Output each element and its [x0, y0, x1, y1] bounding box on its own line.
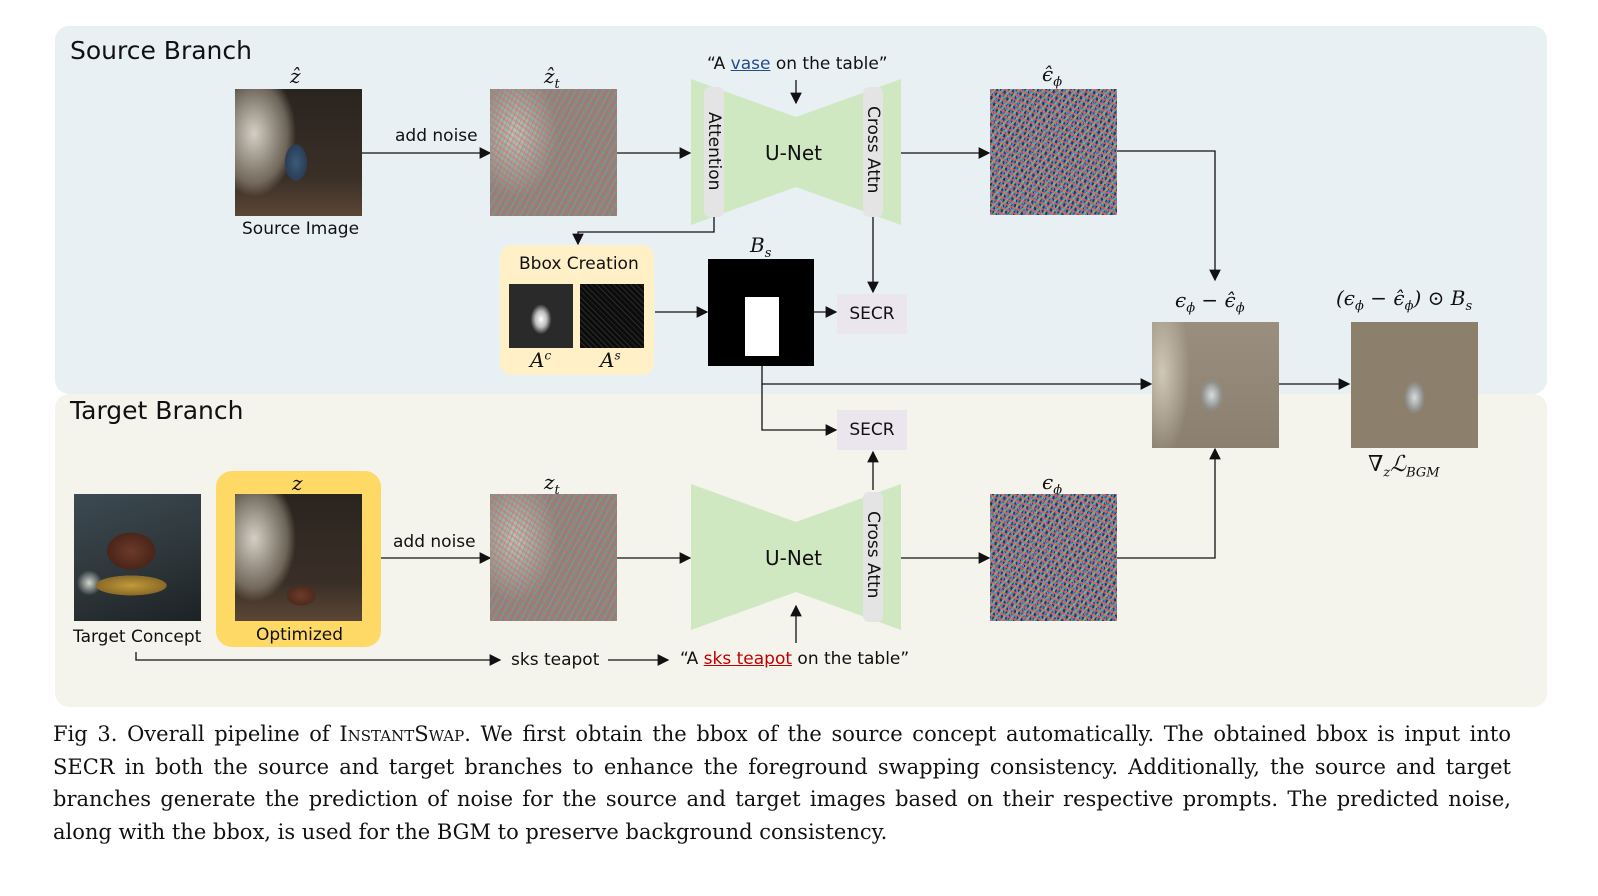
- noise-difference-image: [1152, 322, 1279, 448]
- bbox-rect: [745, 297, 779, 356]
- target-branch-title: Target Branch: [70, 396, 244, 425]
- self-attention-map: [580, 284, 644, 348]
- noisy-target-image: [490, 494, 617, 621]
- arrow-epshat-diff: [1116, 150, 1221, 282]
- source-prompt: “A vase on the table”: [707, 54, 888, 74]
- source-unet-label: U-Net: [765, 141, 822, 165]
- arrow-bs-tgt-secr: [761, 384, 838, 436]
- arrow-attn-bbox: [572, 217, 715, 246]
- source-add-noise-label: add noise: [395, 126, 478, 146]
- arrow-eps-diff: [1116, 447, 1221, 559]
- source-image-label: Source Image: [242, 219, 360, 239]
- z-hat-t-label: ẑt: [544, 64, 560, 92]
- arrow-concept-sks: [135, 652, 502, 666]
- optimized-label: Optimized: [256, 625, 344, 645]
- source-unet: [691, 79, 901, 225]
- source-cross-attn-block: [863, 87, 883, 217]
- diff-label: ϵϕ − ϵ̂ϕ: [1175, 288, 1245, 316]
- source-secr-box: SECR: [837, 294, 907, 334]
- a-c-label: Ac: [530, 348, 552, 372]
- optimized-latent-image: [235, 494, 362, 621]
- bgm-gradient-label: ∇zℒBGM: [1368, 452, 1440, 481]
- z-hat-label: ẑ: [290, 64, 301, 88]
- target-cross-attn-label: Cross Attn: [863, 511, 883, 599]
- z-t-label: zt: [544, 470, 560, 498]
- masked-diff-label: (ϵϕ − ϵ̂ϕ) ⊙ Bs: [1336, 286, 1473, 314]
- eps-hat-label: ϵ̂ϕ: [1042, 62, 1063, 90]
- bbox-mask: [708, 259, 814, 366]
- target-concept-label: Target Concept: [73, 627, 202, 647]
- predicted-noise-source: [990, 89, 1117, 215]
- attention-block: [704, 87, 724, 217]
- bs-label: Bs: [750, 233, 772, 261]
- source-branch-title: Source Branch: [70, 36, 252, 65]
- target-unet: [691, 484, 901, 630]
- cross-attention-map: [509, 284, 573, 348]
- target-unet-label: U-Net: [765, 546, 822, 570]
- target-concept-image: [74, 494, 201, 621]
- target-add-noise-label: add noise: [393, 532, 476, 552]
- a-s-label: As: [600, 348, 621, 372]
- predicted-noise-target: [990, 494, 1117, 621]
- target-cross-attn-block: [863, 492, 883, 622]
- sks-teapot-token: sks teapot: [511, 650, 600, 670]
- noisy-source-image: [490, 89, 617, 216]
- z-label: z: [292, 471, 303, 495]
- figure-caption: Fig 3. Overall pipeline of InstantSwap. …: [53, 722, 1511, 844]
- target-prompt: “A sks teapot on the table”: [680, 649, 910, 669]
- source-image: [235, 89, 362, 216]
- source-cross-attn-label: Cross Attn: [863, 106, 883, 194]
- masked-difference-image: [1351, 322, 1478, 448]
- target-secr-box: SECR: [837, 410, 907, 450]
- bbox-creation-title: Bbox Creation: [519, 254, 639, 274]
- eps-label: ϵϕ: [1042, 470, 1063, 498]
- attention-label: Attention: [704, 112, 724, 191]
- arrow-bs-diff: [761, 366, 1153, 390]
